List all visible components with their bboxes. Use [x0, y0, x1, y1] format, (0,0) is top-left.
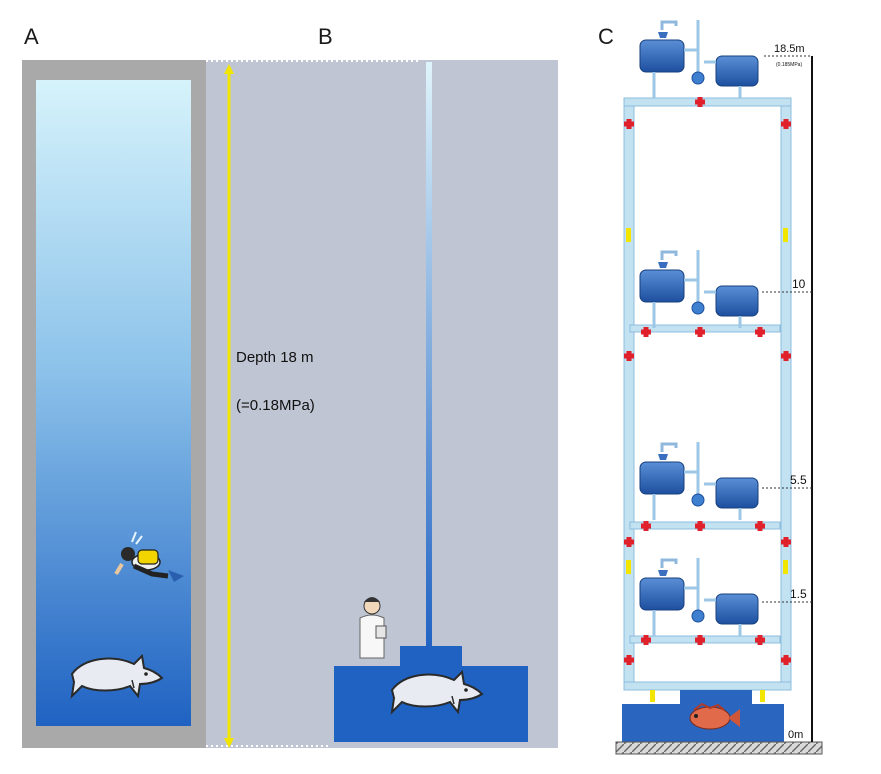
- tank-unit-1-5: [638, 556, 760, 638]
- level-label-1-5: 1.5: [790, 587, 807, 601]
- pressure-label: (=0.18MPa): [236, 397, 315, 414]
- depth-label: Depth 18 m: [236, 349, 314, 366]
- water-column-a: [36, 80, 191, 726]
- panel-b-letter: B: [318, 24, 333, 49]
- scientist-icon: [359, 597, 387, 659]
- tank-unit-5-5: [638, 440, 760, 522]
- floor: [615, 741, 823, 755]
- panel-c: C: [598, 18, 823, 755]
- panel-b: B Depth 18 m (=0.18MPa): [206, 24, 558, 748]
- tank-unit-10: [638, 248, 760, 330]
- panel-a-letter: A: [24, 24, 39, 49]
- pipe-system: [623, 97, 792, 702]
- fish-icon: [689, 702, 740, 730]
- level-label-10: 10: [792, 277, 806, 291]
- level-label-0m: 0m: [788, 729, 803, 741]
- tank-unit-18-5: [638, 18, 760, 100]
- level-label-18-5: 18.5m: [774, 43, 805, 55]
- panel-c-letter: C: [598, 24, 614, 49]
- panel-a: A: [22, 24, 206, 748]
- level-sub-18-5: (0.185MPa): [776, 62, 802, 68]
- depth-arrow: [224, 64, 234, 748]
- scuba-diver-icon: [114, 531, 184, 582]
- level-label-5-5: 5.5: [790, 473, 807, 487]
- water-tube-b: [426, 62, 432, 652]
